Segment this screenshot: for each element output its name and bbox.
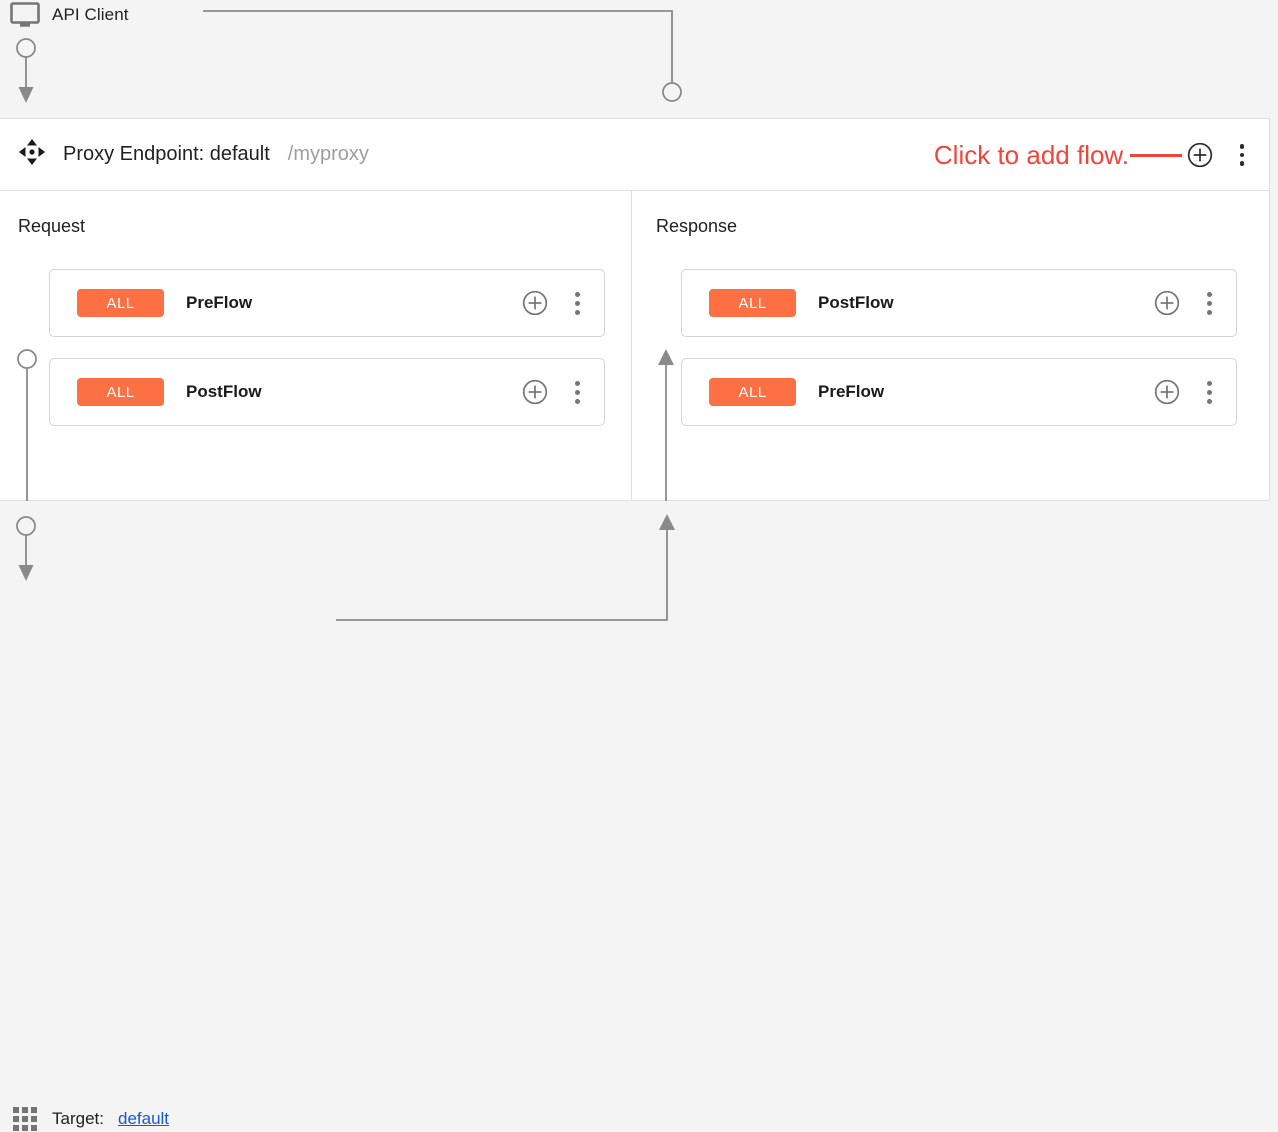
kebab-dot xyxy=(1239,144,1245,149)
endpoint-menu-button[interactable] xyxy=(1231,140,1253,170)
response-return-dot xyxy=(662,82,682,102)
target-response-line xyxy=(336,529,668,621)
api-client-label: API Client xyxy=(52,5,129,24)
response-return-line xyxy=(203,10,673,83)
add-policy-button[interactable] xyxy=(522,290,548,316)
kebab-dot xyxy=(1206,291,1212,297)
request-flow-rail xyxy=(17,349,37,501)
response-flow-list: ALL PostFlow xyxy=(681,269,1237,447)
flow-card-actions xyxy=(1154,359,1220,425)
request-rail-dot xyxy=(17,349,37,369)
target-response-arrowhead xyxy=(659,514,675,530)
plus-circle-icon xyxy=(1187,142,1213,168)
endpoint-header-actions: Click to add flow. xyxy=(934,119,1253,191)
add-flow-annotation: Click to add flow. xyxy=(934,142,1183,168)
target-connectors xyxy=(16,514,675,621)
kebab-dot xyxy=(1206,398,1212,404)
flow-card-actions xyxy=(522,270,588,336)
flow-label: PreFlow xyxy=(186,293,253,312)
kebab-dot xyxy=(1206,380,1212,386)
flow-card[interactable]: ALL PreFlow xyxy=(49,269,605,337)
kebab-dot xyxy=(1206,389,1212,395)
flow-menu-button[interactable] xyxy=(566,288,588,318)
annotation-pointer-line xyxy=(1130,153,1182,157)
plus-circle-icon xyxy=(522,379,548,405)
flow-card[interactable]: ALL PreFlow xyxy=(681,358,1237,426)
add-policy-button[interactable] xyxy=(522,379,548,405)
plus-circle-icon xyxy=(1154,379,1180,405)
request-column-title: Request xyxy=(18,216,86,236)
flow-badge: ALL xyxy=(709,378,796,406)
move-icon-svg xyxy=(19,139,45,165)
kebab-dot xyxy=(1239,152,1245,158)
flow-badge: ALL xyxy=(77,289,164,317)
kebab-dot xyxy=(574,291,580,297)
target-link[interactable]: default xyxy=(117,1109,170,1128)
flow-label: PostFlow xyxy=(818,293,894,312)
kebab-dot xyxy=(1206,300,1212,306)
kebab-dot xyxy=(574,300,580,306)
request-down-arrowhead xyxy=(18,87,34,103)
target-label: Target: xyxy=(52,1109,104,1128)
flow-badge: ALL xyxy=(77,378,164,406)
add-policy-button[interactable] xyxy=(1154,379,1180,405)
monitor-icon-svg xyxy=(10,2,40,27)
proxy-endpoint-title: Proxy Endpoint: default xyxy=(63,143,270,165)
response-column: Response ALL PostFlow xyxy=(632,191,1269,501)
target-request-arrowhead xyxy=(18,565,34,581)
flow-card[interactable]: ALL PostFlow xyxy=(49,358,605,426)
flow-card-actions xyxy=(522,359,588,425)
grid-icon xyxy=(12,1106,38,1132)
plus-circle-icon xyxy=(522,290,548,316)
api-client-node[interactable]: API Client xyxy=(10,2,129,28)
kebab-dot xyxy=(1239,161,1245,166)
flow-menu-button[interactable] xyxy=(1198,377,1220,407)
response-flow-rail xyxy=(658,349,674,501)
flow-badge: ALL xyxy=(709,289,796,317)
api-client-band: API Client xyxy=(0,0,1278,118)
flow-card[interactable]: ALL PostFlow xyxy=(681,269,1237,337)
kebab-dot xyxy=(574,398,580,404)
annotation-text: Click to add flow. xyxy=(933,140,1129,170)
grid-icon-svg xyxy=(13,1107,37,1131)
proxy-endpoint-header: Proxy Endpoint: default /myproxy Click t… xyxy=(0,119,1269,191)
target-request-dot xyxy=(16,516,36,536)
proxy-endpoint-path: /myproxy xyxy=(287,143,369,165)
kebab-dot xyxy=(574,309,580,315)
plus-circle-icon xyxy=(1154,290,1180,316)
request-origin-dot xyxy=(16,38,36,58)
add-policy-button[interactable] xyxy=(1154,290,1180,316)
response-rail-arrowhead xyxy=(658,349,674,365)
kebab-dot xyxy=(574,389,580,395)
flow-menu-button[interactable] xyxy=(1198,288,1220,318)
kebab-dot xyxy=(1206,309,1212,315)
flow-card-actions xyxy=(1154,270,1220,336)
flow-columns: Request ALL PreFlow xyxy=(0,191,1269,501)
proxy-endpoint-panel: Proxy Endpoint: default /myproxy Click t… xyxy=(0,118,1270,501)
move-icon[interactable] xyxy=(18,138,46,171)
add-flow-button[interactable] xyxy=(1187,142,1213,168)
target-node[interactable]: Target: default xyxy=(12,1106,169,1132)
target-band: Target: default xyxy=(0,501,1278,1131)
request-flow-list: ALL PreFlow xyxy=(49,269,605,447)
response-column-title: Response xyxy=(656,216,738,236)
request-column: Request ALL PreFlow xyxy=(0,191,632,501)
flow-label: PreFlow xyxy=(818,382,885,401)
kebab-dot xyxy=(574,380,580,386)
client-connectors xyxy=(16,10,682,103)
flow-menu-button[interactable] xyxy=(566,377,588,407)
flow-label: PostFlow xyxy=(186,382,262,401)
monitor-icon xyxy=(10,2,40,28)
